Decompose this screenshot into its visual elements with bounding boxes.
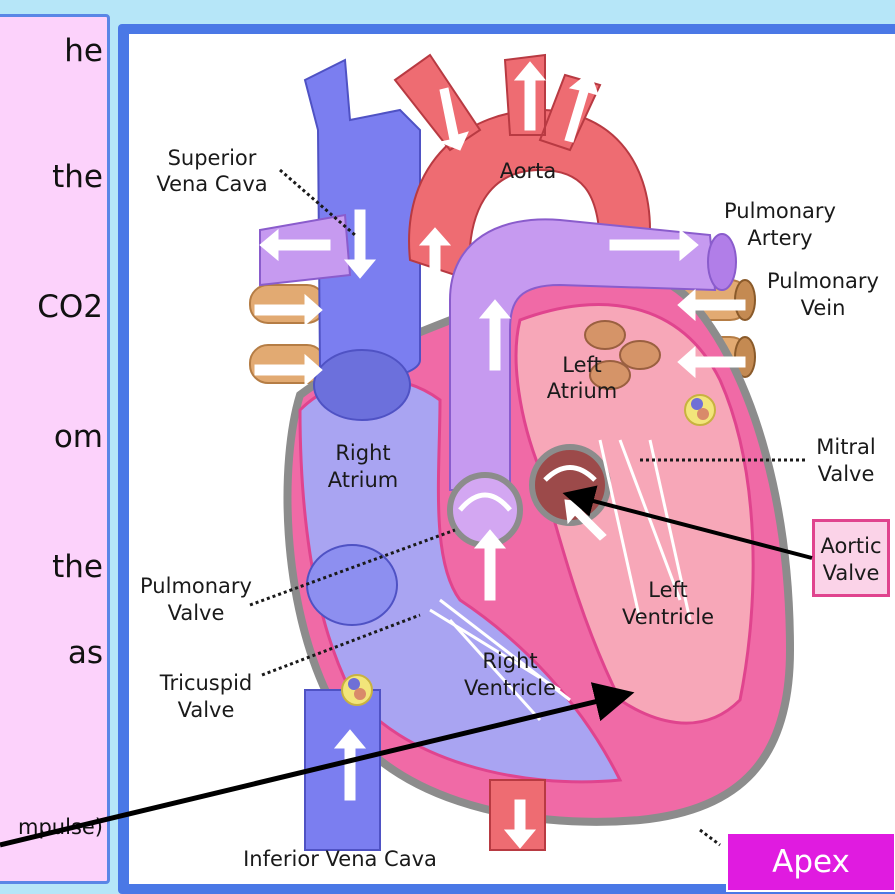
label-left-ventricle-2: Ventricle (622, 605, 714, 629)
label-mitral-valve-1: Mitral (816, 435, 876, 459)
text-fragment: the (52, 549, 103, 585)
label-left-atrium-2: Atrium (547, 379, 617, 403)
label-right-ventricle-1: Right (482, 649, 537, 673)
valve-leaflet (543, 465, 597, 482)
pulmonary-artery-vessel (449, 218, 717, 491)
text-fragment: om (53, 419, 103, 455)
label-left-ventricle-1: Left (648, 578, 688, 602)
heart-diagram: Superior Vena Cava Aorta Pulmonary Arter… (0, 53, 882, 870)
label-right-atrium-2: Atrium (328, 468, 398, 492)
label-right-atrium-1: Right (335, 441, 390, 465)
valve-leaflet (458, 492, 512, 512)
label-pulmonary-valve-2: Valve (168, 601, 225, 625)
blood-flow-arrows (254, 61, 746, 849)
label-superior-vena-cava-2: Vena Cava (156, 172, 267, 196)
label-inferior-vena-cava: Inferior Vena Cava (243, 847, 437, 870)
label-superior-vena-cava-1: Superior (168, 146, 257, 170)
apex-label: Apex (726, 832, 895, 892)
vein-inflow (589, 360, 631, 390)
label-pulmonary-artery-1: Pulmonary (724, 199, 836, 223)
label-right-ventricle-2: Ventricle (464, 676, 556, 700)
av-node-icon (341, 674, 373, 706)
label-pulmonary-vein-2: Vein (801, 296, 846, 320)
vein-inflow (619, 340, 661, 370)
chordae-tendineae (429, 439, 692, 722)
label-mitral-valve-2: Valve (818, 462, 875, 486)
sa-node-icon (684, 394, 716, 426)
text-fragment: he (64, 33, 103, 69)
leader-lines (249, 168, 808, 847)
text-fragment: as (67, 635, 103, 671)
right-atrium-opening (313, 349, 411, 421)
aortic-valve-highlight (812, 519, 890, 597)
label-aorta: Aorta (500, 159, 557, 183)
inferior-vena-cava-opening (306, 544, 398, 626)
label-pulmonary-valve-1: Pulmonary (140, 574, 252, 598)
vein-inflow (584, 320, 626, 350)
text-fragment: the (52, 159, 103, 195)
aortic-valve-pointer (562, 485, 813, 560)
conduction-pointer (0, 682, 635, 848)
pulmonary-artery-opening (707, 233, 737, 291)
right-heart-chambers (298, 377, 623, 784)
label-left-atrium-1: Left (562, 353, 602, 377)
label-pulmonary-vein-1: Pulmonary (767, 269, 879, 293)
label-aortic-valve-2: Valve (823, 561, 880, 585)
label-tricuspid-valve-1: Tricuspid (159, 671, 253, 695)
label-tricuspid-valve-2: Valve (178, 698, 235, 722)
label-aortic-valve-1: Aortic (820, 534, 881, 558)
label-pulmonary-artery-2: Artery (747, 226, 812, 250)
text-fragment: CO2 (37, 289, 103, 325)
